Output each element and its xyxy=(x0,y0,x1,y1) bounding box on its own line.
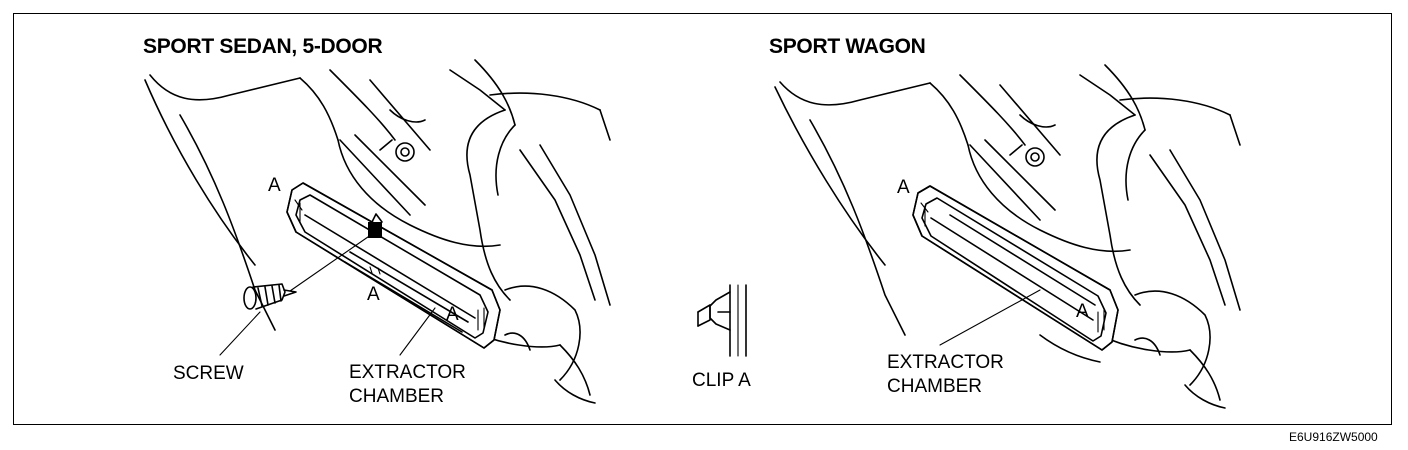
sedan-marker-a-middle: A xyxy=(367,284,380,305)
sedan-chamber-leader xyxy=(399,307,436,356)
sedan-screw-axis-line xyxy=(289,229,379,292)
sedan-screw xyxy=(243,283,297,310)
figure-frame xyxy=(13,13,1392,425)
screw-label: SCREW xyxy=(173,363,244,384)
sedan-marker-a-right: A xyxy=(446,304,459,325)
sedan-panel-title: SPORT SEDAN, 5-DOOR xyxy=(143,35,383,58)
clip-a-drawing xyxy=(697,284,747,357)
wagon-marker-a-top: A xyxy=(897,177,910,198)
sedan-marker-a-top: A xyxy=(268,175,281,196)
wagon-extractor-chamber xyxy=(912,185,1119,351)
sedan-extractor-chamber xyxy=(286,182,501,349)
wagon-chamber-leader xyxy=(939,289,1041,346)
sedan-chamber-label-line2: CHAMBER xyxy=(349,386,445,407)
wagon-chamber-label-line1: EXTRACTOR xyxy=(887,352,1004,373)
wagon-body-outline xyxy=(774,64,1241,409)
wagon-panel-title: SPORT WAGON xyxy=(769,35,926,58)
clip-a-label: CLIP A xyxy=(692,370,751,391)
figure-code: E6U916ZW5000 xyxy=(1289,430,1378,444)
sedan-chamber-label-line1: EXTRACTOR xyxy=(349,362,466,383)
sedan-body-outline xyxy=(144,59,611,404)
wagon-marker-a-right: A xyxy=(1076,301,1089,322)
sedan-screw-leader xyxy=(219,311,261,356)
wagon-chamber-label-line2: CHAMBER xyxy=(887,376,983,397)
